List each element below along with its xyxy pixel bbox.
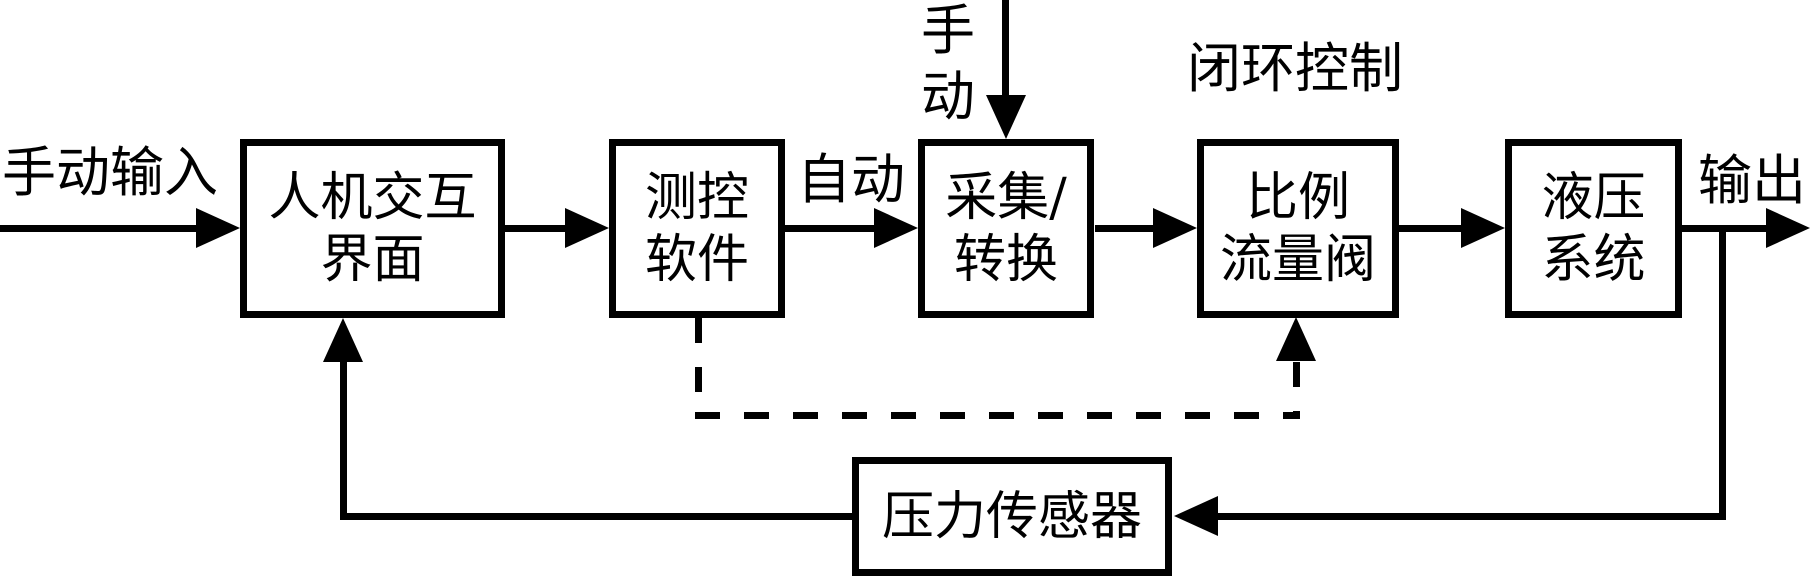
valve-dashed-up-line (1293, 362, 1300, 412)
manual-input-connector-line (0, 225, 200, 232)
manual-top-connector-line (1002, 0, 1009, 98)
manual-top-char2: 动 (921, 65, 975, 128)
arrow-up-into-hmi-icon (323, 318, 363, 362)
acquisition-conversion-box: 采集/ 转换 (918, 139, 1094, 318)
control-software-line2: 软件 (644, 229, 749, 290)
hmi-interface-box: 人机交互 界面 (240, 139, 505, 318)
control-software-box: 测控 软件 (609, 139, 785, 318)
proportional-flow-valve-line2: 流量阀 (1219, 229, 1376, 290)
sensor-to-hmi-line (343, 513, 852, 520)
arrow-up-dashed-into-valve-icon (1276, 317, 1316, 361)
acquisition-to-valve-connector-line (1095, 225, 1157, 232)
arrow-right-into-hydraulic-icon (1461, 208, 1505, 248)
proportional-flow-valve-box: 比例 流量阀 (1197, 139, 1399, 318)
arrow-down-manual-icon (986, 95, 1026, 139)
arrow-right-into-hmi-icon (196, 208, 240, 248)
arrow-right-into-valve-icon (1153, 208, 1197, 248)
manual-input-label: 手动输入 (2, 141, 218, 204)
closed-loop-control-label: 闭环控制 (1187, 37, 1403, 100)
dashed-bypass-line (695, 412, 1300, 419)
manual-top-label: 手 动 (921, 0, 975, 130)
arrow-right-into-software-icon (565, 208, 609, 248)
hmi-to-software-connector-line (505, 225, 570, 232)
software-to-acquisition-connector-line (785, 225, 878, 232)
auto-label: 自动 (797, 148, 905, 211)
hmi-interface-line1: 人机交互 (268, 167, 477, 228)
acquisition-conversion-line2: 转换 (953, 229, 1058, 290)
output-label: 输出 (1698, 149, 1806, 212)
hydraulic-system-line2: 系统 (1541, 229, 1646, 290)
hydraulic-system-box: 液压 系统 (1505, 139, 1682, 318)
pressure-sensor-line1: 压力传感器 (881, 486, 1142, 547)
control-software-line1: 测控 (644, 167, 749, 228)
hydraulic-system-line1: 液压 (1541, 167, 1646, 228)
hmi-interface-line2: 界面 (320, 229, 425, 290)
valve-to-hydraulic-connector-line (1399, 225, 1465, 232)
output-feedback-branch-line (1719, 225, 1726, 520)
proportional-flow-valve-line1: 比例 (1245, 167, 1350, 228)
manual-top-char1: 手 (921, 0, 975, 62)
pressure-sensor-box: 压力传感器 (852, 457, 1172, 576)
feedback-up-to-hmi-line (340, 358, 347, 520)
software-dashed-down-line (695, 318, 702, 415)
acquisition-conversion-line1: 采集/ (945, 167, 1067, 228)
arrow-left-into-sensor-icon (1174, 496, 1218, 536)
feedback-to-sensor-line (1216, 513, 1726, 520)
output-connector-line (1682, 225, 1770, 232)
arrow-right-output-icon (1766, 208, 1810, 248)
arrow-right-into-acquisition-icon (874, 208, 918, 248)
